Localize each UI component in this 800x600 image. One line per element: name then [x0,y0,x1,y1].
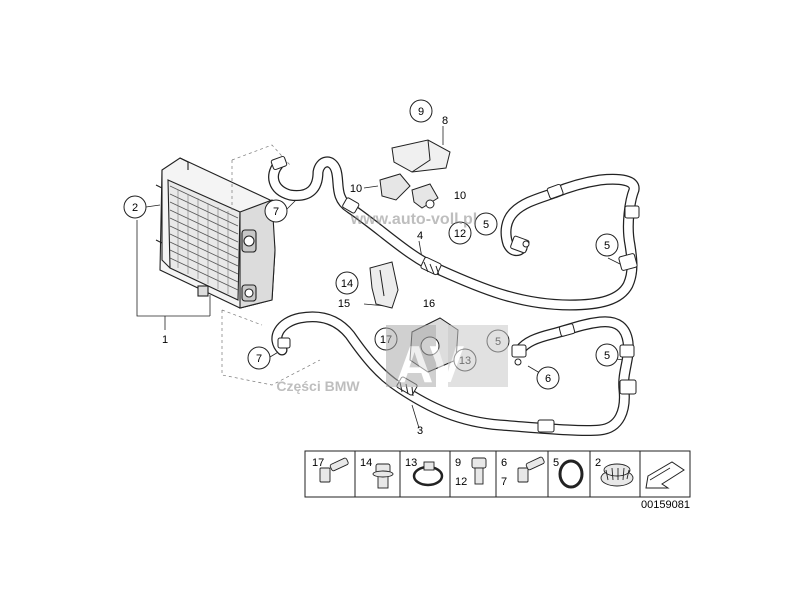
callout-label: www.auto-voll.pl [350,211,478,228]
callout-label: Części BMW [276,378,360,394]
callout-16: 16 [423,298,435,310]
callout-label: 17 [312,457,324,469]
oil-line-upper [268,156,640,311]
oil-cooler [155,157,276,309]
parts-legend: 17 14 13 9 12 [304,450,691,498]
callout-label: 2 [132,202,138,214]
callout-label: 9 [418,106,424,118]
callout-label: 9 [455,457,461,469]
hose-clamp-icon [412,461,444,487]
legend-cell-9-12: 9 12 [455,457,487,488]
legend-cell-17: 17 [312,457,349,483]
callout-8: 8 [442,115,448,127]
flange-bolt-icon [372,463,394,489]
callout-label: 14 [360,457,372,469]
callout-label: 5 [604,240,610,252]
callout-5-d: 5 [595,343,619,367]
callout-label: 12 [455,476,467,488]
callout-1: 1 [162,334,168,346]
callout-label: 5 [604,350,610,362]
oil-line-lower [271,311,634,437]
upper-line-fittings [270,155,640,276]
callout-3: 3 [417,425,423,437]
diagram-number: 00159081 [641,499,690,511]
callout-12: 12 [448,221,472,245]
callout-label: 6 [545,373,551,385]
callout-4: 4 [417,230,423,242]
callout-label: 7 [256,353,262,365]
clip-10 [379,173,439,209]
callout-9: 9 [409,99,433,123]
callout-5-b: 5 [595,233,619,257]
callout-label: AV [396,336,465,394]
bolt-icon [319,457,349,483]
callout-7-lower: 7 [247,346,271,370]
callout-2: 2 [123,195,147,219]
callout-label: 14 [341,278,353,290]
callout-5-a: 5 [474,212,498,236]
legend-cell-2: 2 [595,457,634,487]
legend-cell-14: 14 [360,457,394,489]
callout-label: 5 [553,457,559,469]
callout-label: 5 [483,219,489,231]
screw-icon [517,456,545,483]
callout-15: 15 [338,298,350,310]
callout-label: 6 [501,457,507,469]
callout-10-right: 10 [454,190,466,202]
callout-7-upper: 7 [264,199,288,223]
legend-cell-6-7: 6 7 [501,456,545,488]
callout-6: 6 [536,366,560,390]
callout-label: 12 [454,228,466,240]
callout-label: 7 [501,476,507,488]
watermark: www.auto-voll.pl AV Części BMW [276,211,508,394]
callout-label: 7 [273,206,279,218]
legend-cell-5: 5 [553,457,584,489]
hex-bolt-icon [471,457,487,485]
legend-cell-13: 13 [405,457,444,487]
bracket-14 [369,261,399,309]
bracket-8 [391,139,451,173]
callout-label: 2 [595,457,601,469]
serrated-nut-icon [600,463,634,487]
callout-14: 14 [335,271,359,295]
callout-label: 13 [405,457,417,469]
o-ring-icon [558,459,584,489]
callout-10-left: 10 [350,183,362,195]
arrow-icon [645,461,685,489]
